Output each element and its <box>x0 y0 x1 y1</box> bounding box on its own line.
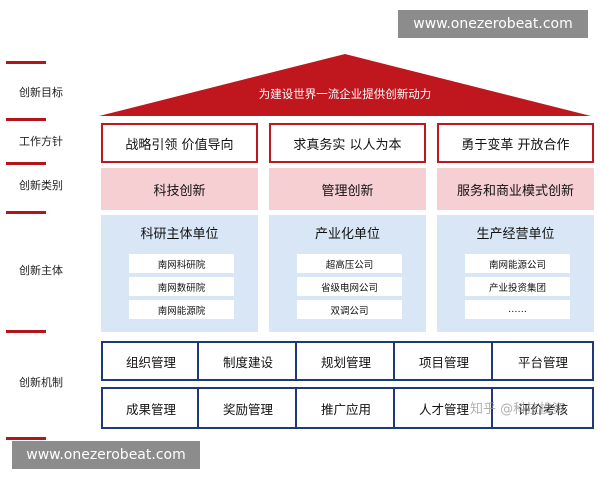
category-box: 管理创新 <box>269 168 426 210</box>
label-goal: 创新目标 <box>19 86 63 99</box>
mechanism-cell: 规划管理 <box>320 354 371 370</box>
mechanism-divider <box>295 343 297 379</box>
category-box: 服务和商业模式创新 <box>437 168 594 210</box>
label-bar <box>6 437 46 440</box>
unit-item: …… <box>465 300 570 319</box>
watermark-top-right: www.onezerobeat.com <box>398 10 588 38</box>
mechanism-cell: 成果管理 <box>125 401 176 417</box>
subject-panel: 生产经营单位 南网能源公司 产业投资集团 …… <box>437 215 594 332</box>
mechanism-divider <box>491 343 493 379</box>
label-bar <box>6 162 46 165</box>
label-subject: 创新主体 <box>19 264 63 277</box>
unit-item: 南网科研院 <box>129 254 234 273</box>
roof-text: 为建设世界一流企业提供创新动力 <box>258 87 432 101</box>
mechanism-row-1: 组织管理 制度建设 规划管理 项目管理 平台管理 <box>101 341 594 381</box>
mechanism-divider <box>295 389 297 427</box>
policy-box: 求真务实 以人为本 <box>269 123 426 163</box>
subject-title: 产业化单位 <box>314 227 380 242</box>
subject-panel: 产业化单位 超高压公司 省级电网公司 双调公司 <box>269 215 426 332</box>
unit-item: 双调公司 <box>297 300 402 319</box>
subject-title: 科研主体单位 <box>140 227 219 242</box>
mechanism-cell: 制度建设 <box>222 354 273 370</box>
mechanism-divider <box>197 389 199 427</box>
label-bar <box>6 61 46 64</box>
label-mechanism: 创新机制 <box>19 376 63 389</box>
subject-title: 生产经营单位 <box>476 227 555 242</box>
mechanism-cell: 推广应用 <box>320 401 371 417</box>
watermark-bottom-left: www.onezerobeat.com <box>12 441 200 469</box>
policy-box: 战略引领 价值导向 <box>101 123 258 163</box>
mechanism-cell: 评价考核 <box>517 401 568 417</box>
mechanism-divider <box>197 343 199 379</box>
mechanism-divider <box>491 389 493 427</box>
unit-item: 产业投资集团 <box>465 277 570 296</box>
mechanism-cell: 平台管理 <box>517 354 568 370</box>
label-bar <box>6 330 46 333</box>
mechanism-row-2: 成果管理 奖励管理 推广应用 人才管理 评价考核 <box>101 387 594 429</box>
label-bar <box>6 211 46 214</box>
watermark-bottom-right: 知乎 @科技投资 <box>470 402 566 417</box>
subject-panel: 科研主体单位 南网科研院 南网数研院 南网能源院 <box>101 215 258 332</box>
mechanism-cell: 人才管理 <box>418 401 469 417</box>
mechanism-divider <box>393 389 395 427</box>
policy-box: 勇于变革 开放合作 <box>437 123 594 163</box>
mechanism-cell: 奖励管理 <box>222 401 273 417</box>
category-box: 科技创新 <box>101 168 258 210</box>
mechanism-divider <box>393 343 395 379</box>
unit-item: 省级电网公司 <box>297 277 402 296</box>
unit-item: 超高压公司 <box>297 254 402 273</box>
roof-shape <box>99 54 591 116</box>
unit-item: 南网数研院 <box>129 277 234 296</box>
unit-item: 南网能源公司 <box>465 254 570 273</box>
mechanism-cell: 项目管理 <box>418 354 469 370</box>
unit-item: 南网能源院 <box>129 300 234 319</box>
mechanism-cell: 组织管理 <box>125 354 176 370</box>
label-bar <box>6 118 46 121</box>
label-category: 创新类别 <box>19 179 63 192</box>
label-policy: 工作方针 <box>19 135 63 148</box>
